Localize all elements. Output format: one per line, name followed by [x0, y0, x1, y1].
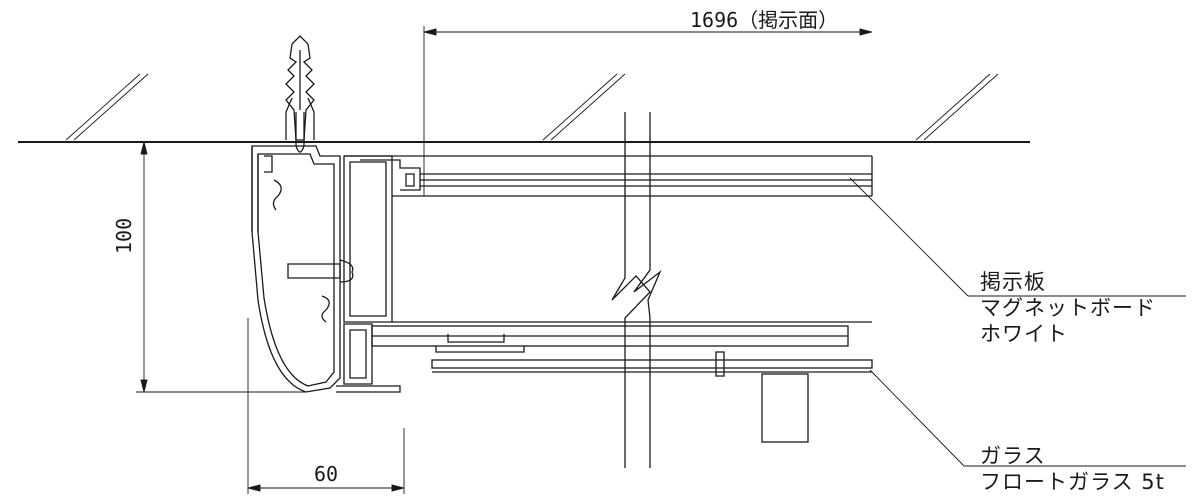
- dim-depth: [247, 318, 405, 494]
- height-dimension-label: 100: [112, 217, 136, 254]
- board-layers: [344, 155, 873, 323]
- break-lines: [611, 112, 662, 468]
- board-label-line1: マグネットボード: [980, 296, 1156, 320]
- dim-width: [423, 26, 873, 196]
- glass-label-title: ガラス: [980, 444, 1046, 468]
- depth-dimension-label: 60: [314, 462, 339, 486]
- frame-profile: [251, 145, 354, 393]
- glass-label-line1: フロートガラス 5t: [980, 470, 1165, 494]
- ceiling-hatch: [65, 73, 999, 141]
- dim-height: [136, 141, 306, 393]
- width-dimension-label: 1696（掲示面）: [690, 8, 839, 32]
- board-label-line2: ホワイト: [980, 322, 1068, 346]
- board-label-title: 掲示板: [980, 270, 1046, 294]
- anchor-plug: [285, 35, 315, 153]
- panel-profile: [336, 155, 421, 393]
- leader-lines: [849, 177, 1186, 467]
- glass-layers: [371, 325, 873, 443]
